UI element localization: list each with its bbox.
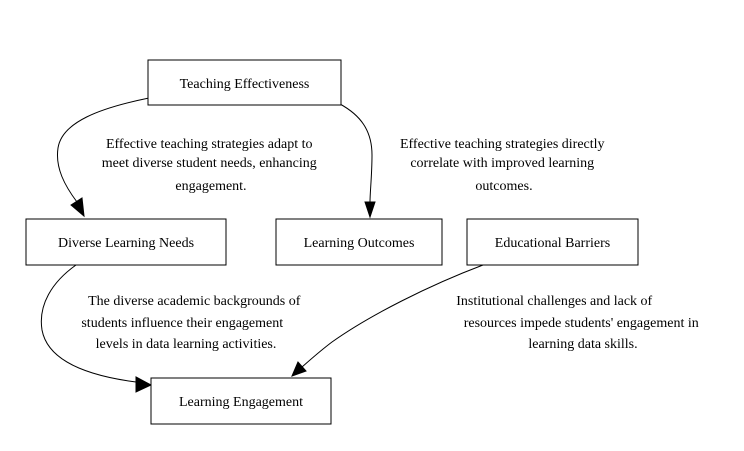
edge-label-line: Institutional challenges and lack of xyxy=(456,294,652,309)
node-box xyxy=(275,218,443,266)
arrowhead xyxy=(364,201,376,219)
edge-label-line: students influence their engagement xyxy=(81,316,283,331)
edge-label-line: Effective teaching strategies adapt to xyxy=(106,137,313,152)
node-box xyxy=(147,59,342,106)
node-educational-barriers: Educational Barriers xyxy=(466,218,639,266)
edge-line xyxy=(339,103,373,203)
edge-label-line: Effective teaching strategies directly xyxy=(400,137,605,152)
edge-label-line: meet diverse student needs, enhancing xyxy=(102,156,317,171)
arrowhead xyxy=(135,376,153,393)
node-diverse-learning-needs: Diverse Learning Needs xyxy=(25,218,227,266)
arrowhead xyxy=(291,361,307,377)
edge-diverse-needs-to-engagement: The diverse academic backgrounds of stud… xyxy=(40,264,304,393)
node-box xyxy=(25,218,227,266)
edge-label-diverse-needs-to-engagement: The diverse academic backgrounds of stud… xyxy=(81,294,304,352)
edge-teaching-to-diverse-needs: Effective teaching strategies adapt to m… xyxy=(56,97,320,218)
node-learning-outcomes: Learning Outcomes xyxy=(275,218,443,266)
edge-teaching-to-outcomes: Effective teaching strategies directly c… xyxy=(339,103,608,219)
edge-line xyxy=(56,97,150,203)
node-box xyxy=(150,377,332,425)
node-learning-engagement: Learning Engagement xyxy=(150,377,332,425)
edge-label-teaching-to-diverse-needs: Effective teaching strategies adapt to m… xyxy=(102,137,320,194)
node-label: Teaching Effectiveness xyxy=(180,77,310,92)
node-label: Learning Engagement xyxy=(179,395,303,410)
edge-barriers-to-engagement: Institutional challenges and lack of res… xyxy=(291,264,702,377)
node-label: Diverse Learning Needs xyxy=(58,236,194,251)
edge-line xyxy=(40,264,137,383)
node-label: Learning Outcomes xyxy=(304,236,415,251)
edge-label-barriers-to-engagement: Institutional challenges and lack of res… xyxy=(456,294,702,352)
edge-label-line: engagement. xyxy=(175,179,246,194)
node-label: Educational Barriers xyxy=(495,236,610,251)
edge-label-line: outcomes. xyxy=(475,179,532,194)
node-teaching-effectiveness: Teaching Effectiveness xyxy=(147,59,342,106)
edge-label-line: resources impede students' engagement in xyxy=(464,316,699,331)
edge-line xyxy=(301,264,484,368)
edge-label-line: learning data skills. xyxy=(528,337,637,352)
edge-label-line: correlate with improved learning xyxy=(410,156,594,171)
edge-label-teaching-to-outcomes: Effective teaching strategies directly c… xyxy=(400,137,608,194)
arrowhead xyxy=(70,197,85,218)
node-box xyxy=(466,218,639,266)
edge-label-line: levels in data learning activities. xyxy=(96,337,277,352)
edge-label-line: The diverse academic backgrounds of xyxy=(88,294,301,309)
